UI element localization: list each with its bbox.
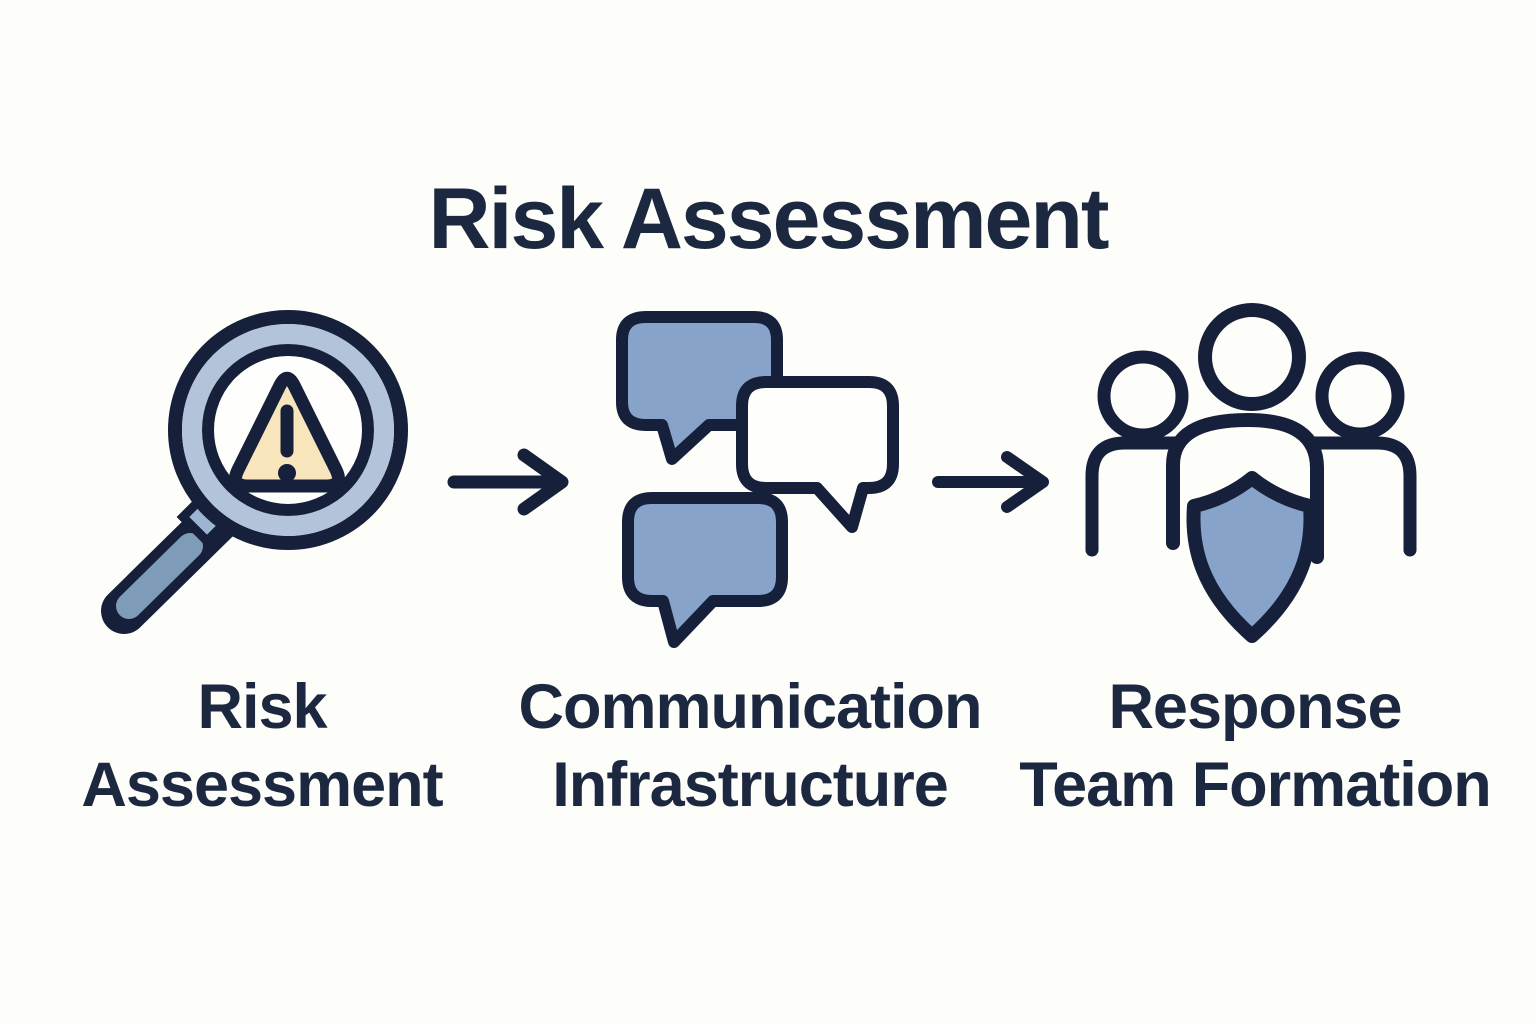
chat-bubbles-icon: [616, 311, 899, 648]
arrow-right-icon: [932, 451, 1049, 513]
step-label-line: Risk: [197, 672, 327, 742]
arrow-right-icon: [447, 448, 569, 516]
step-label-line: Communication: [518, 672, 982, 742]
left-head: [1097, 350, 1189, 442]
shield: [1186, 471, 1318, 643]
magnifier-warning-icon: [101, 310, 408, 634]
step-label-risk-assessment: Risk Assessment: [2, 668, 522, 824]
team-shield-icon: [1085, 303, 1417, 643]
step-label-line: Response: [1108, 672, 1402, 742]
step-label-line: Infrastructure: [552, 750, 949, 821]
step-label-line: Team Formation: [1019, 750, 1491, 821]
center-head: [1198, 303, 1306, 411]
step-label-communication-infrastructure: Communication Infrastructure: [490, 668, 1010, 824]
step-label-response-team-formation: Response Team Formation: [995, 668, 1515, 824]
right-head: [1315, 351, 1405, 441]
diagram-title: Risk Assessment: [428, 170, 1109, 267]
step-label-line: Assessment: [81, 750, 443, 821]
